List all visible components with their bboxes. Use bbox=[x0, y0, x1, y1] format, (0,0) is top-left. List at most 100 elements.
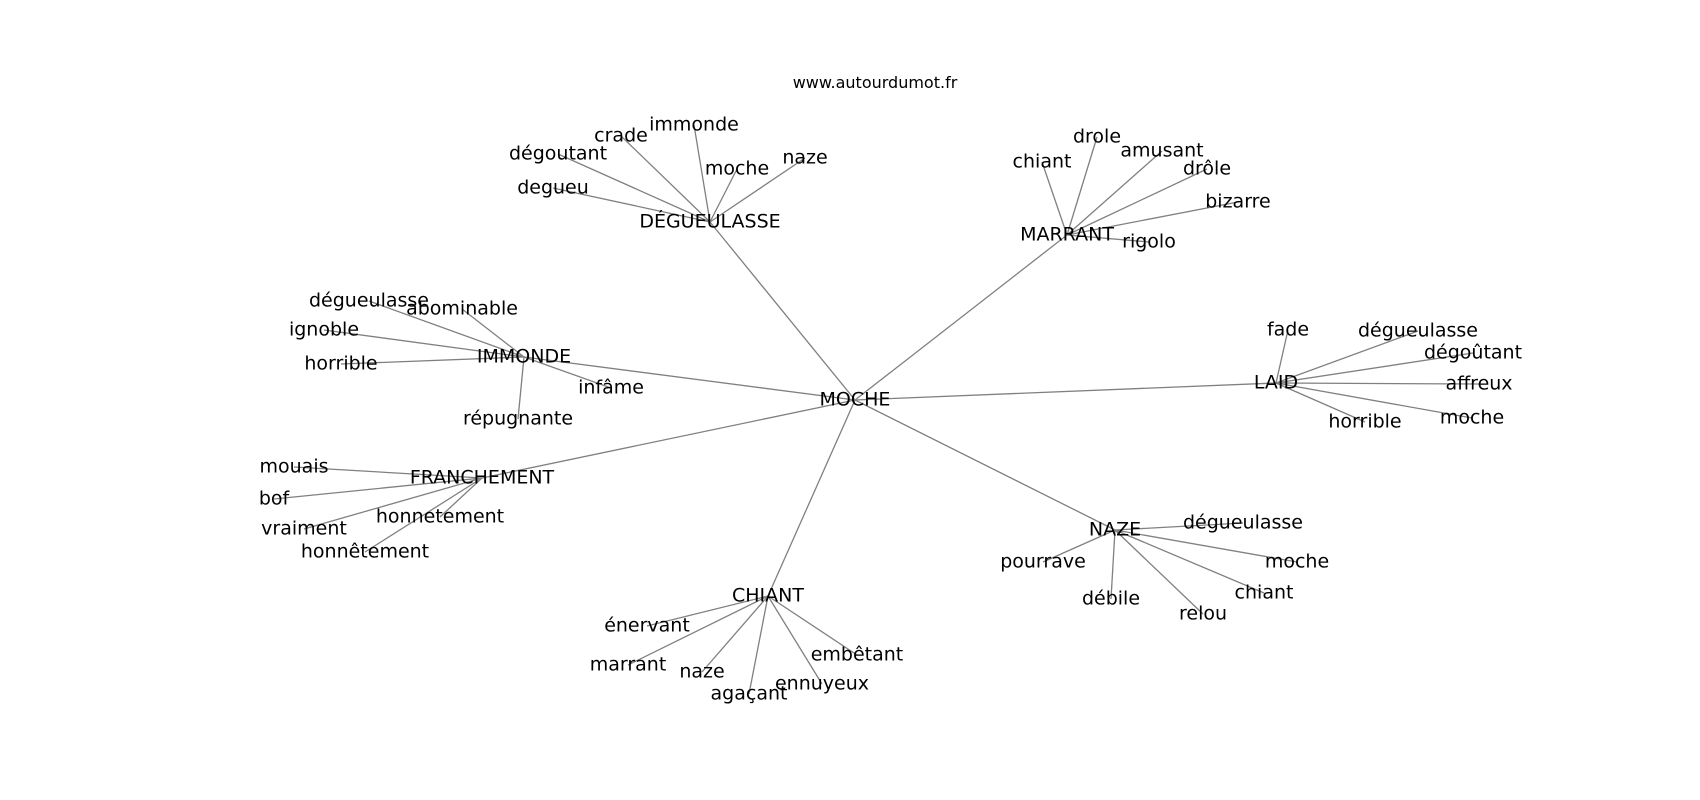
leaf-node-chiant-naze: naze bbox=[679, 661, 724, 683]
edge-marrant-rigolo bbox=[1066, 234, 1150, 243]
edge-franchement-mouais bbox=[293, 466, 483, 479]
edge-degueulasse-degueu bbox=[552, 187, 711, 223]
leaf-node-laid-moche: moche bbox=[1440, 407, 1504, 429]
edge-franchement-honnetement bbox=[439, 477, 483, 518]
leaf-node-franchement-honnetement: honnêtement bbox=[301, 541, 429, 563]
leaf-node-chiant-embetant: embêtant bbox=[811, 644, 904, 666]
leaf-node-naze-relou: relou bbox=[1179, 603, 1227, 625]
edge-naze-pourrave bbox=[1042, 529, 1116, 563]
edge-chiant-ennuyeux bbox=[767, 595, 823, 685]
edge-marrant-bizarre bbox=[1066, 201, 1239, 236]
edge-chiant-marrant bbox=[627, 595, 769, 666]
leaf-node-franchement-bof: bof bbox=[259, 488, 291, 510]
edge-center-marrant bbox=[854, 234, 1068, 401]
edge-degueulasse-moche bbox=[709, 168, 738, 223]
edge-immonde-ignoble bbox=[323, 329, 525, 358]
leaf-node-immonde-ignoble: ignoble bbox=[289, 319, 359, 341]
edge-degueulasse-degoutant bbox=[557, 153, 711, 223]
leaf-node-degueulasse-degoutant: dégoutant bbox=[509, 143, 607, 165]
source-label: www.autourdumot.fr bbox=[793, 73, 958, 92]
edge-franchement-vraiment bbox=[303, 477, 483, 530]
edge-degueulasse-crade bbox=[620, 135, 711, 223]
leaf-node-immonde-infame: infâme bbox=[578, 377, 644, 399]
edge-degueulasse-immonde bbox=[693, 124, 711, 223]
leaf-node-immonde-horrible: horrible bbox=[304, 353, 377, 375]
edge-center-laid bbox=[854, 382, 1277, 401]
edge-marrant-drole bbox=[1066, 136, 1098, 236]
leaf-node-naze-debile: débile bbox=[1082, 588, 1140, 610]
edge-laid-degoutant bbox=[1275, 352, 1474, 384]
edge-immonde-repugnante bbox=[517, 356, 525, 420]
edge-immonde-infame bbox=[523, 356, 612, 389]
edge-center-naze bbox=[854, 399, 1116, 531]
leaf-node-marrant-amusant: amusant bbox=[1120, 140, 1203, 162]
leaf-node-immonde-abominable: abominable bbox=[406, 298, 518, 320]
edge-franchement-bof bbox=[273, 477, 483, 500]
edge-immonde-horrible bbox=[340, 356, 525, 365]
edges-layer bbox=[273, 124, 1480, 695]
leaf-node-naze-pourrave: pourrave bbox=[1000, 551, 1086, 573]
edge-laid-affreux bbox=[1275, 382, 1480, 385]
edge-laid-horrible bbox=[1275, 382, 1366, 423]
leaf-node-naze-moche: moche bbox=[1265, 551, 1329, 573]
edge-marrant-amusant bbox=[1066, 150, 1163, 236]
edge-naze-relou bbox=[1114, 529, 1204, 615]
edge-naze-degueulasse bbox=[1114, 522, 1244, 531]
edge-laid-degueulasse bbox=[1275, 330, 1419, 384]
edge-laid-moche bbox=[1275, 382, 1473, 419]
hub-node-chiant: CHIANT bbox=[732, 585, 804, 607]
leaf-node-marrant-rigolo: rigolo bbox=[1122, 231, 1176, 253]
edge-naze-moche bbox=[1114, 529, 1298, 563]
edge-center-franchement bbox=[481, 399, 856, 479]
leaf-node-degueulasse-degueu: degueu bbox=[517, 177, 589, 199]
edge-chiant-agacant bbox=[748, 595, 769, 695]
edge-immonde-degueulasse bbox=[368, 300, 525, 358]
hub-node-naze: NAZE bbox=[1089, 519, 1141, 541]
leaf-node-franchement-honnetement: honnetement bbox=[376, 506, 504, 528]
leaf-node-degueulasse-naze: naze bbox=[782, 147, 827, 169]
hub-node-immonde: IMMONDE bbox=[477, 346, 571, 368]
leaf-node-laid-affreux: affreux bbox=[1445, 373, 1512, 395]
leaf-node-marrant-chiant: chiant bbox=[1013, 151, 1072, 173]
edge-center-chiant bbox=[767, 399, 856, 597]
hub-node-marrant: MARRANT bbox=[1020, 224, 1114, 246]
edge-immonde-abominable bbox=[461, 308, 525, 358]
edge-chiant-enervant bbox=[646, 595, 769, 627]
leaf-node-franchement-vraiment: vraiment bbox=[261, 518, 347, 540]
edge-degueulasse-naze bbox=[709, 157, 806, 223]
edge-marrant-drole bbox=[1066, 168, 1208, 236]
edge-marrant-chiant bbox=[1041, 161, 1068, 236]
leaf-node-degueulasse-crade: crade bbox=[594, 125, 648, 147]
leaf-node-chiant-ennuyeux: ennuyeux bbox=[775, 673, 869, 695]
leaf-node-chiant-marrant: marrant bbox=[590, 654, 667, 676]
edge-center-degueulasse bbox=[709, 221, 856, 401]
leaf-node-immonde-repugnante: répugnante bbox=[463, 408, 573, 430]
leaf-node-degueulasse-immonde: immonde bbox=[649, 114, 739, 136]
edge-chiant-embetant bbox=[767, 595, 858, 656]
edge-franchement-honnetement bbox=[364, 477, 483, 553]
edge-chiant-naze bbox=[701, 595, 769, 673]
leaf-node-chiant-enervant: énervant bbox=[604, 615, 690, 637]
leaf-node-immonde-degueulasse: dégueulasse bbox=[309, 290, 429, 312]
leaf-node-degueulasse-moche: moche bbox=[705, 158, 769, 180]
edge-naze-debile bbox=[1110, 529, 1116, 600]
leaf-node-naze-chiant: chiant bbox=[1235, 582, 1294, 604]
leaf-node-marrant-drole: drôle bbox=[1183, 158, 1231, 180]
leaf-node-laid-degueulasse: dégueulasse bbox=[1358, 320, 1478, 342]
leaf-node-franchement-mouais: mouais bbox=[260, 456, 329, 478]
leaf-node-naze-degueulasse: dégueulasse bbox=[1183, 512, 1303, 534]
leaf-node-chiant-agacant: agaçant bbox=[711, 683, 788, 705]
hub-node-franchement: FRANCHEMENT bbox=[410, 467, 555, 489]
leaf-node-laid-fade: fade bbox=[1267, 319, 1309, 341]
leaf-node-laid-degoutant: dégoûtant bbox=[1424, 342, 1522, 364]
edge-center-immonde bbox=[523, 356, 856, 401]
edge-naze-chiant bbox=[1114, 529, 1265, 594]
hub-node-degueulasse: DÉGUEULASSE bbox=[639, 210, 780, 233]
edge-laid-fade bbox=[1275, 329, 1289, 384]
leaf-node-marrant-drole: drole bbox=[1073, 126, 1121, 148]
hub-node-laid: LAID bbox=[1254, 372, 1298, 394]
leaf-node-laid-horrible: horrible bbox=[1328, 411, 1401, 433]
center-node-label: MOCHE bbox=[820, 389, 891, 411]
